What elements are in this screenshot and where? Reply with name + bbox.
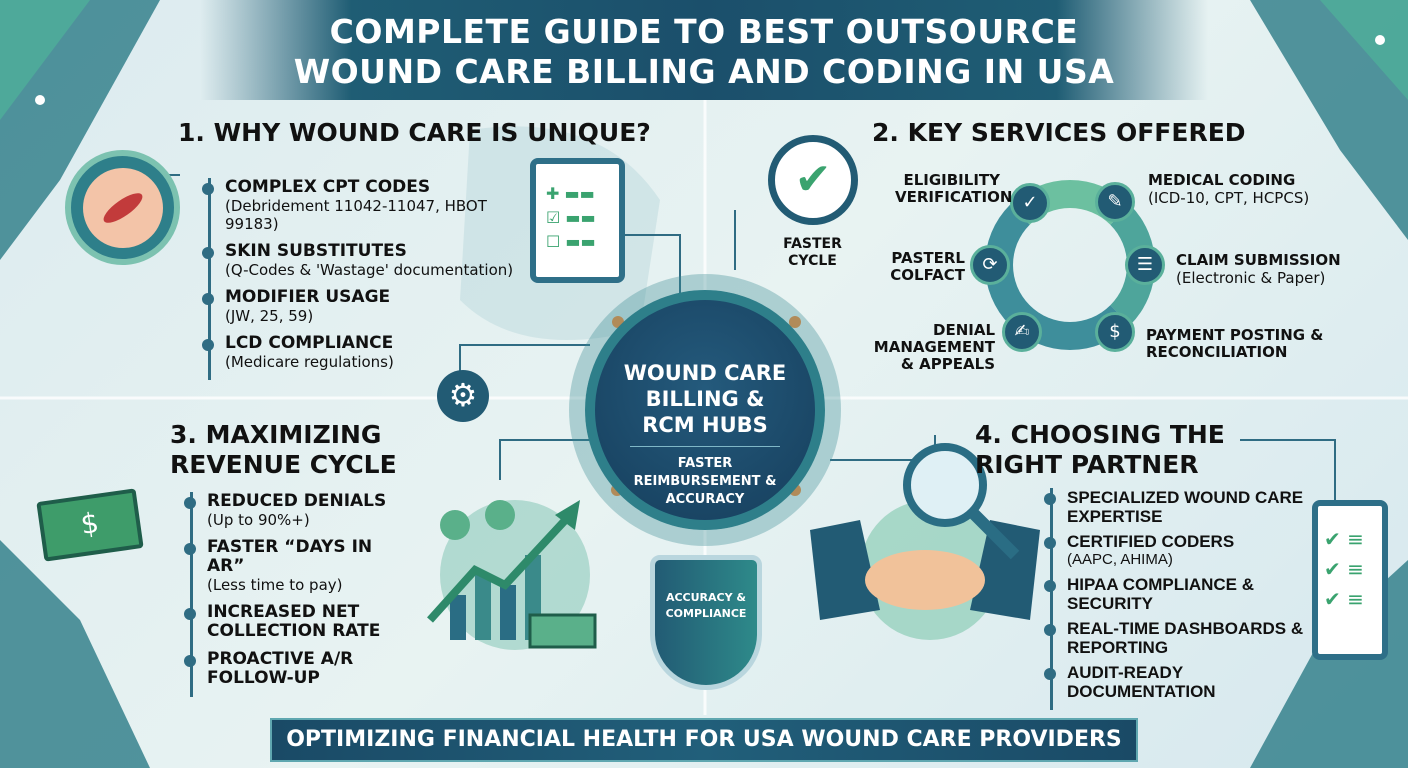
- refresh-icon: ⟳: [970, 245, 1010, 285]
- item-title: MODIFIER USAGE: [225, 287, 391, 307]
- list-item: AUDIT-READY DOCUMENTATION: [1044, 663, 1308, 701]
- section4-list: SPECIALIZED WOUND CARE EXPERTISE CERTIFI…: [1044, 488, 1308, 710]
- wound-icon: [65, 150, 180, 265]
- item-detail: (Medicare regulations): [225, 353, 394, 371]
- list-item: FASTER “DAYS IN AR”(Less time to pay): [184, 537, 410, 594]
- item-title: PROACTIVE A/R FOLLOW-UP: [207, 649, 354, 688]
- list-item: SKIN SUBSTITUTES(Q-Codes & 'Wastage' doc…: [202, 241, 538, 279]
- section1-list: COMPLEX CPT CODES(Debridement 11042-1104…: [202, 177, 538, 380]
- list-item: REDUCED DENIALS(Up to 90%+): [184, 491, 410, 529]
- accuracy-shield: ACCURACY & COMPLIANCE: [650, 555, 762, 690]
- coding-document-icon: ✎: [1095, 182, 1135, 222]
- item-title: HIPAA COMPLIANCE & SECURITY: [1067, 575, 1254, 613]
- service-payment-posting: PAYMENT POSTING & RECONCILIATION: [1146, 327, 1336, 361]
- list-item: MODIFIER USAGE(JW, 25, 59): [202, 287, 538, 325]
- title-line-1: COMPLETE GUIDE TO BEST OUTSOURCE: [329, 12, 1079, 51]
- service-detail: (ICD-10, CPT, HCPCS): [1148, 189, 1310, 207]
- faster-cycle-label: FASTER CYCLE: [783, 236, 842, 269]
- item-title: REDUCED DENIALS: [207, 491, 387, 511]
- central-hub: WOUND CARE BILLING & RCM HUBS FASTER REI…: [585, 290, 825, 530]
- service-claim-submission: CLAIM SUBMISSION(Electronic & Paper): [1176, 251, 1341, 288]
- handshake-magnifier-icon: [810, 443, 1040, 640]
- shield-label: ACCURACY & COMPLIANCE: [665, 591, 747, 620]
- item-title: SKIN SUBSTITUTES: [225, 241, 407, 261]
- growth-chart-icon: [427, 500, 597, 650]
- item-title: FASTER “DAYS IN AR”: [207, 537, 373, 576]
- payment-icon: $: [1095, 312, 1135, 352]
- item-detail: (Q-Codes & 'Wastage' documentation): [225, 261, 514, 279]
- page-title: COMPLETE GUIDE TO BEST OUTSOURCE WOUND C…: [200, 0, 1208, 100]
- service-title: PASTERL COLFACT: [890, 249, 965, 284]
- gear-icon: ⚙: [437, 370, 489, 422]
- section4-heading: 4. CHOOSING THE RIGHT PARTNER: [975, 420, 1225, 479]
- section1-heading: 1. WHY WOUND CARE IS UNIQUE?: [178, 118, 651, 147]
- item-detail: (Up to 90%+): [207, 511, 310, 529]
- list-item: INCREASED NET COLLECTION RATE: [184, 602, 410, 641]
- list-item: PROACTIVE A/R FOLLOW-UP: [184, 649, 410, 688]
- service-eligibility: ELIGIBILITY VERIFICATION: [895, 171, 1013, 206]
- stopwatch-icon: ✔: [768, 135, 858, 225]
- list-item: COMPLEX CPT CODES(Debridement 11042-1104…: [202, 177, 538, 233]
- list-item: HIPAA COMPLIANCE & SECURITY: [1044, 575, 1308, 613]
- service-title: PAYMENT POSTING & RECONCILIATION: [1146, 326, 1324, 361]
- list-item: CERTIFIED CODERS(AAPC, AHIMA): [1044, 532, 1308, 569]
- section2-heading: 2. KEY SERVICES OFFERED: [872, 118, 1246, 147]
- title-line-2: WOUND CARE BILLING AND CODING IN USA: [293, 52, 1115, 91]
- connector-lines: [129, 174, 1336, 500]
- list-item: LCD COMPLIANCE(Medicare regulations): [202, 333, 538, 371]
- service-denial-management: DENIAL MANAGEMENT & APPEALS: [860, 322, 995, 373]
- service-title: ELIGIBILITY VERIFICATION: [895, 171, 1013, 206]
- service-medical-coding: MEDICAL CODING(ICD-10, CPT, HCPCS): [1148, 171, 1310, 208]
- item-title: INCREASED NET COLLECTION RATE: [207, 602, 381, 641]
- list-item: REAL-TIME DASHBOARDS & REPORTING: [1044, 619, 1308, 657]
- item-detail: (JW, 25, 59): [225, 307, 314, 325]
- service-title: CLAIM SUBMISSION: [1176, 251, 1341, 269]
- service-title: DENIAL MANAGEMENT & APPEALS: [873, 321, 995, 373]
- checklist-clipboard-icon: ✔ ≡✔ ≡✔ ≡: [1312, 500, 1388, 660]
- clipboard-icon: ✚ ▬▬☑ ▬▬☐ ▬▬: [530, 158, 625, 283]
- item-title: REAL-TIME DASHBOARDS & REPORTING: [1067, 619, 1304, 657]
- section3-heading: 3. MAXIMIZING REVENUE CYCLE: [170, 420, 397, 479]
- item-detail: (AAPC, AHIMA): [1067, 551, 1173, 568]
- list-item: SPECIALIZED WOUND CARE EXPERTISE: [1044, 488, 1308, 526]
- item-detail: (Less time to pay): [207, 576, 343, 594]
- item-title: SPECIALIZED WOUND CARE EXPERTISE: [1067, 488, 1304, 526]
- claim-document-icon: ☰: [1125, 245, 1165, 285]
- item-title: LCD COMPLIANCE: [225, 333, 394, 353]
- service-title: MEDICAL CODING: [1148, 171, 1296, 189]
- item-detail: (Debridement 11042-11047, HBOT 99183): [225, 197, 487, 233]
- item-title: CERTIFIED CODERS: [1067, 532, 1235, 551]
- item-title: AUDIT-READY DOCUMENTATION: [1067, 663, 1216, 701]
- footer-banner: OPTIMIZING FINANCIAL HEALTH FOR USA WOUN…: [270, 718, 1138, 762]
- hub-title: WOUND CARE BILLING & RCM HUBS: [623, 361, 787, 437]
- section3-list: REDUCED DENIALS(Up to 90%+) FASTER “DAYS…: [184, 491, 410, 697]
- service-detail: (Electronic & Paper): [1176, 269, 1326, 287]
- denial-document-icon: ✍: [1002, 312, 1042, 352]
- item-title: COMPLEX CPT CODES: [225, 177, 431, 197]
- check-icon: ✓: [1010, 183, 1050, 223]
- service-pasterl-colfact: PASTERL COLFACT: [880, 250, 965, 284]
- hub-subtitle: FASTER REIMBURSEMENT & ACCURACY: [633, 456, 777, 507]
